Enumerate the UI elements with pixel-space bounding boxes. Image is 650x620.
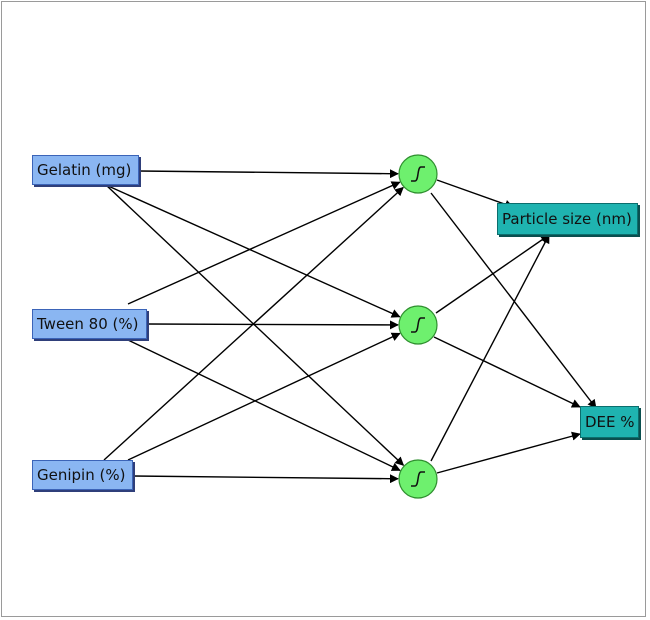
output-node-dee: DEE % — [580, 406, 639, 438]
output-node-particle-size: Particle size (nm) — [497, 203, 638, 235]
input-node-tween80: Tween 80 (%) — [32, 309, 147, 339]
edge-hidden2-to-output1 — [435, 234, 550, 314]
edge-hidden3-to-output2 — [436, 431, 581, 474]
hidden-neuron-1 — [398, 154, 438, 194]
sigmoid-icon — [411, 166, 425, 182]
hidden-neuron-2 — [398, 305, 438, 345]
input-node-genipin: Genipin (%) — [32, 460, 133, 490]
edge-input2-to-hidden3 — [127, 339, 401, 471]
edge-input2-to-hidden1 — [127, 181, 401, 305]
edge-hidden1-to-output1 — [436, 179, 514, 209]
input-node-gelatin: Gelatin (mg) — [32, 155, 139, 185]
hidden-neuron-3 — [398, 459, 438, 499]
edge-input3-to-hidden1 — [103, 186, 404, 461]
neurons-layer — [398, 154, 438, 499]
edge-input1-to-hidden1 — [138, 169, 399, 179]
sigmoid-icon — [411, 471, 425, 487]
edge-input1-to-hidden3 — [105, 184, 405, 466]
edge-input3-to-hidden3 — [132, 474, 399, 484]
edge-hidden1-to-output2 — [430, 192, 597, 409]
edge-hidden3-to-output1 — [430, 234, 550, 462]
edge-input1-to-hidden2 — [105, 184, 401, 318]
edge-input3-to-hidden2 — [127, 332, 401, 461]
edge-input2-to-hidden2 — [146, 320, 399, 330]
sigmoid-icon — [411, 317, 425, 333]
edge-hidden2-to-output2 — [433, 336, 581, 408]
edges-layer — [103, 169, 597, 484]
